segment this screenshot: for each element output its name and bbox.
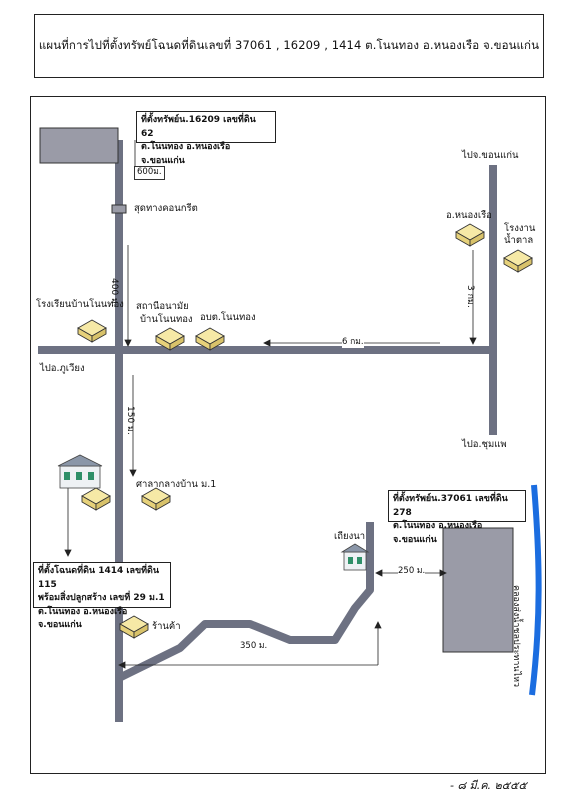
property-block-top: [39, 127, 119, 164]
building-icon-house-left: [81, 487, 111, 511]
distance-350: 350 ม.: [240, 641, 268, 651]
arrowhead-350b: [118, 661, 126, 669]
label-to-khonkaen: ไปจ.ขอนแก่น: [462, 150, 519, 161]
arrowhead-250b: [439, 569, 447, 577]
label-nongruea: อ.หนองเรือ: [446, 210, 492, 221]
distance-150: 150 ม.: [125, 406, 135, 435]
label-to-phuwiang: ไปอ.ภูเวียง: [40, 363, 85, 374]
right-box-line2: ต.โนนทอง อ.หนองเรือ จ.ขอนแก่น: [393, 521, 483, 545]
map-title: แผนที่การไปที่ตั้งทรัพย์โฉนดที่ดินเลขที่…: [34, 14, 544, 78]
building-icon-nongruea: [455, 223, 485, 247]
concrete-end-marker: [111, 204, 127, 214]
building-icons: [77, 223, 533, 639]
arrowhead-350: [374, 621, 382, 629]
map-title-text: แผนที่การไปที่ตั้งทรัพย์โฉนดที่ดินเลขที่…: [38, 38, 540, 52]
property-block-right: [442, 527, 514, 653]
distance-250: 250 ม.: [398, 566, 426, 577]
barn-illustration: [340, 543, 370, 571]
left-box-line3: ต.โนนทอง อ.หนองเรือ จ.ขอนแก่น: [38, 606, 128, 631]
top-box-line2: ต.โนนทอง อ.หนองเรือ จ.ขอนแก่น: [141, 142, 231, 166]
building-icon-shop: [119, 615, 149, 639]
distance-6km: 6 กม.: [342, 337, 364, 348]
left-box-line2: พร้อมสิ่งปลูกสร้าง เลขที่ 29 ม.1: [38, 593, 165, 603]
top-box-line1: ที่ตั้งทรัพย์น.16209 เลขที่ดิน 62: [141, 115, 256, 139]
building-icon-sao: [195, 327, 225, 351]
distance-600: 600ม.: [134, 166, 165, 180]
label-barn: เถียงนา: [334, 531, 366, 542]
label-box-top-property: ที่ตั้งทรัพย์น.16209 เลขที่ดิน 62 ต.โนนท…: [136, 111, 276, 166]
label-box-left-property: ที่ตั้งโฉนดที่ดิน 1414 เลขที่ดิน 115 พร้…: [33, 562, 171, 630]
label-health-1: สถานีอนามัย: [136, 301, 189, 312]
house-illustration-left: [57, 454, 103, 489]
arrowhead-6km: [263, 339, 271, 347]
label-village-hall: ศาลากลางบ้าน ม.1: [136, 479, 217, 490]
arrowhead-left-box: [64, 549, 72, 557]
label-to-chumphae: ไปอ.ชุมแพ: [462, 439, 507, 450]
label-sugar-2: น้ำตาล: [504, 235, 534, 246]
label-school: โรงเรียนบ้านโนนทอง: [36, 299, 124, 310]
canal-line: [529, 484, 542, 696]
footer-date: - ๘ มี.ค. ๒๕๕๕: [450, 779, 527, 792]
arrowhead-150: [129, 469, 137, 477]
left-box-line1: ที่ตั้งโฉนดที่ดิน 1414 เลขที่ดิน 115: [38, 566, 160, 590]
label-health-2: บ้านโนนทอง: [140, 314, 193, 325]
label-sugar-1: โรงงาน: [504, 223, 536, 234]
road-lower-winding: [117, 522, 374, 682]
label-box-right-property: ที่ตั้งทรัพย์น.37061 เลขที่ดิน 278 ต.โนน…: [388, 490, 526, 545]
building-icon-health: [155, 327, 185, 351]
map-frame: [30, 96, 546, 774]
distance-3km: 3 กม.: [465, 285, 475, 308]
right-box-line1: ที่ตั้งทรัพย์น.37061 เลขที่ดิน 278: [393, 494, 508, 518]
building-icon-sugar-factory: [503, 249, 533, 273]
arrowhead-250: [375, 569, 383, 577]
arrowhead-400: [124, 339, 132, 347]
distance-400: 400 ม.: [109, 278, 119, 307]
label-concrete-end: สุดทางคอนกรีต: [134, 203, 198, 214]
label-shop: ร้านค้า: [152, 621, 181, 632]
building-icon-school: [77, 319, 107, 343]
label-sao: อบต.โนนทอง: [200, 312, 256, 323]
label-canal: คลองส่งน้ำชลประทานไหว: [511, 585, 521, 688]
building-icon-village-hall: [141, 487, 171, 511]
arrowhead-3km: [469, 337, 477, 345]
